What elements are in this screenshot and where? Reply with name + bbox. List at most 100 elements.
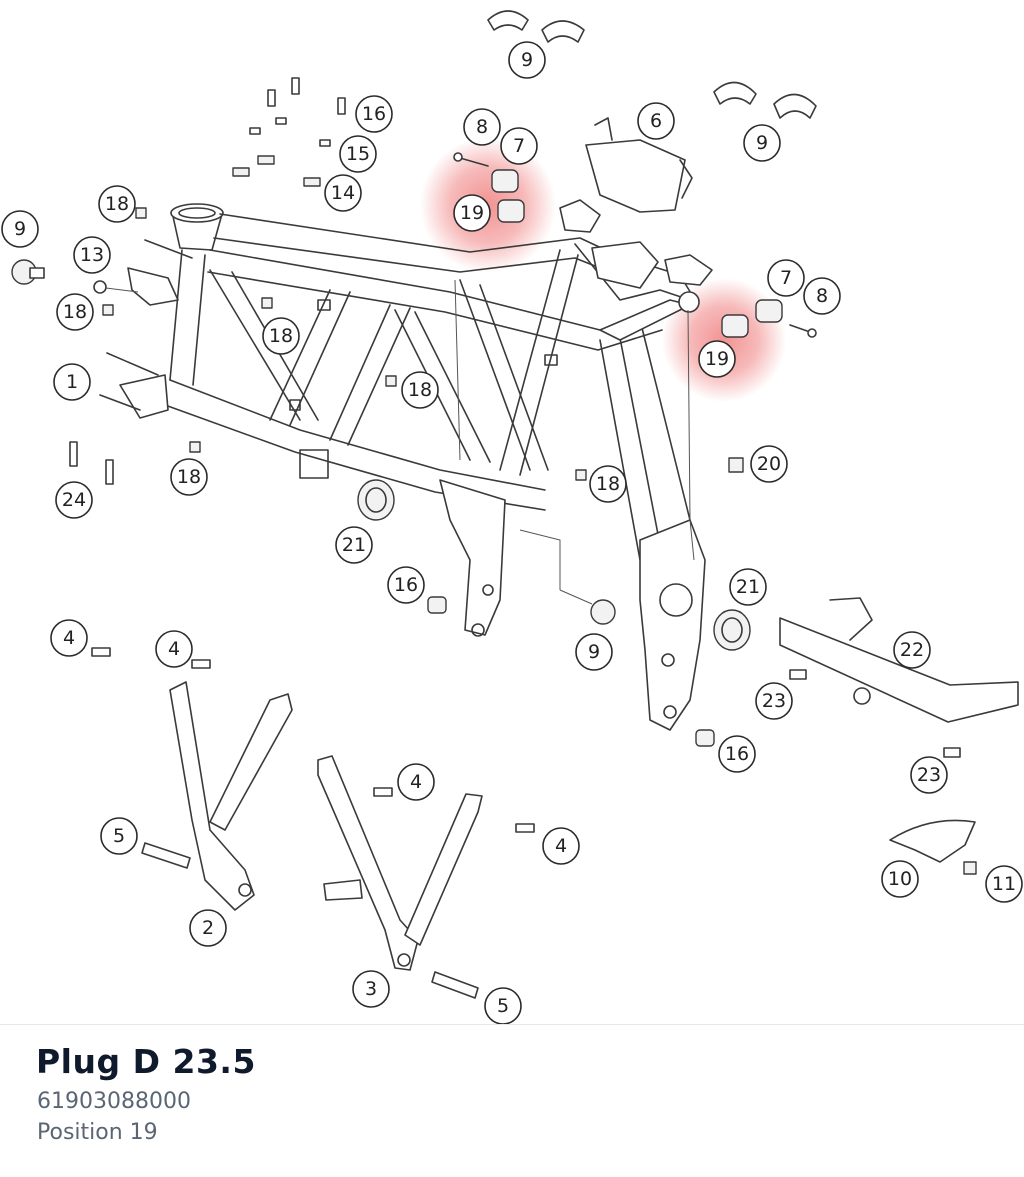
exploded-parts-diagram: 9 9 6 8 7 19 16 15 14 18 9 13 18 18 1 18… <box>1 10 1023 1024</box>
callout-9-center[interactable]: 9 <box>575 633 613 671</box>
plug-19-right <box>721 299 817 338</box>
svg-text:10: 10 <box>888 868 912 890</box>
callout-23-a[interactable]: 23 <box>755 682 793 720</box>
callout-16-right[interactable]: 16 <box>718 735 756 773</box>
callout-5-b[interactable]: 5 <box>484 987 522 1024</box>
svg-text:15: 15 <box>346 143 370 165</box>
callout-21-left[interactable]: 21 <box>335 526 373 564</box>
svg-text:21: 21 <box>342 534 366 556</box>
callout-22[interactable]: 22 <box>893 631 931 669</box>
callout-13[interactable]: 14 <box>324 174 362 212</box>
screws-23 <box>789 669 961 758</box>
svg-text:8: 8 <box>476 116 488 138</box>
callout-18-c[interactable]: 18 <box>262 317 300 355</box>
callout-21-right[interactable]: 21 <box>729 568 767 606</box>
callout-18-e[interactable]: 18 <box>170 458 208 496</box>
svg-text:5: 5 <box>113 825 125 847</box>
callout-14[interactable]: 15 <box>339 135 377 173</box>
part-title: Plug D 23.5 <box>36 1042 256 1081</box>
svg-text:7: 7 <box>780 267 792 289</box>
callout-18-b[interactable]: 18 <box>56 293 94 331</box>
screws-15 <box>232 77 346 187</box>
nut-11 <box>963 861 977 875</box>
svg-text:9: 9 <box>756 132 768 154</box>
callout-18-f[interactable]: 18 <box>589 465 627 503</box>
svg-text:2: 2 <box>202 917 214 939</box>
main-frame <box>119 199 713 731</box>
callout-17-right[interactable]: 9 <box>743 124 781 162</box>
svg-text:9: 9 <box>14 218 26 240</box>
callout-24[interactable]: 24 <box>55 481 93 519</box>
svg-text:21: 21 <box>736 576 760 598</box>
callout-4-d[interactable]: 4 <box>542 827 580 865</box>
svg-text:4: 4 <box>63 627 75 649</box>
svg-text:7: 7 <box>513 135 525 157</box>
bracket-17-right <box>713 81 817 119</box>
heat-shield-part <box>585 117 693 213</box>
callout-11[interactable]: 11 <box>985 865 1023 903</box>
callout-7-right[interactable]: 7 <box>767 259 805 297</box>
callout-16-left[interactable]: 16 <box>387 566 425 604</box>
callout-12[interactable]: 13 <box>73 236 111 274</box>
svg-text:5: 5 <box>497 995 509 1017</box>
svg-text:20: 20 <box>757 453 781 475</box>
svg-text:16: 16 <box>394 574 418 596</box>
svg-text:9: 9 <box>521 49 533 71</box>
svg-text:9: 9 <box>588 641 600 663</box>
callout-7-left[interactable]: 7 <box>500 127 538 165</box>
section-divider <box>0 1024 1024 1025</box>
svg-text:19: 19 <box>460 202 484 224</box>
svg-text:16: 16 <box>725 743 749 765</box>
svg-text:16: 16 <box>362 103 386 125</box>
bolt-1 <box>99 239 193 411</box>
callout-9-left[interactable]: 9 <box>1 210 39 248</box>
bolts-24 <box>69 441 114 485</box>
part-number: 61903088000 <box>37 1089 191 1114</box>
svg-text:1: 1 <box>66 371 78 393</box>
callout-19-right[interactable]: 19 <box>698 340 736 378</box>
clips-18 <box>102 207 587 481</box>
callout-17-top[interactable]: 9 <box>508 41 546 79</box>
callout-1[interactable]: 1 <box>53 363 91 401</box>
callout-4-c[interactable]: 4 <box>397 763 435 801</box>
svg-text:4: 4 <box>168 638 180 660</box>
svg-text:22: 22 <box>900 639 924 661</box>
svg-text:4: 4 <box>410 771 422 793</box>
svg-text:18: 18 <box>63 301 87 323</box>
callout-4-a[interactable]: 4 <box>50 619 88 657</box>
holder-22 <box>779 597 1019 723</box>
plug-19-left <box>453 152 525 223</box>
svg-text:14: 14 <box>331 182 355 204</box>
callout-19-left[interactable]: 19 <box>453 194 491 232</box>
svg-text:4: 4 <box>555 835 567 857</box>
callout-15[interactable]: 16 <box>355 95 393 133</box>
clamp-12 <box>93 267 179 306</box>
callout-6[interactable]: 6 <box>637 102 675 140</box>
callout-2[interactable]: 2 <box>189 909 227 947</box>
rear-bracket-part <box>591 241 659 289</box>
bolts-5 <box>141 842 479 999</box>
footrest-bracket-3 <box>317 755 483 971</box>
callout-8-right[interactable]: 8 <box>803 277 841 315</box>
svg-text:8: 8 <box>816 285 828 307</box>
callout-3[interactable]: 3 <box>352 970 390 1008</box>
position-label: Position 19 <box>37 1120 158 1145</box>
svg-text:18: 18 <box>105 193 129 215</box>
bracket-17-top <box>487 10 585 43</box>
svg-text:3: 3 <box>365 978 377 1000</box>
callout-18-a[interactable]: 18 <box>98 185 136 223</box>
leader-lines <box>454 279 695 590</box>
callout-10[interactable]: 10 <box>881 860 919 898</box>
bush-9-center <box>559 589 616 625</box>
callout-18-d[interactable]: 18 <box>401 371 439 409</box>
callout-8-left[interactable]: 8 <box>463 108 501 146</box>
svg-text:24: 24 <box>62 489 86 511</box>
callout-5-a[interactable]: 5 <box>100 817 138 855</box>
svg-text:18: 18 <box>269 325 293 347</box>
callout-4-b[interactable]: 4 <box>155 630 193 668</box>
callout-20[interactable]: 20 <box>750 445 788 483</box>
svg-text:18: 18 <box>177 466 201 488</box>
callout-23-b[interactable]: 23 <box>910 756 948 794</box>
screws-4 <box>91 647 535 833</box>
svg-text:18: 18 <box>408 379 432 401</box>
